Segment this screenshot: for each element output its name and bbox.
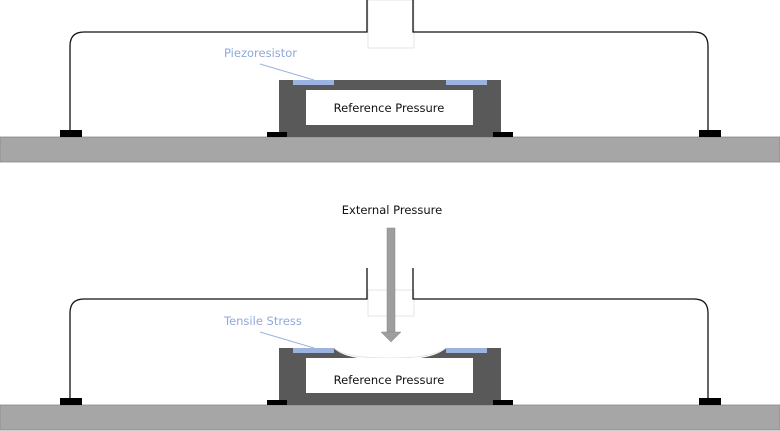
bond-pad [699,130,721,137]
bottom-diagram: External Pressure Tensile Stress Referen… [0,203,780,431]
external-pressure-label: External Pressure [342,203,442,217]
port-outline [367,0,415,49]
left-wire [69,268,368,399]
substrate [0,404,780,431]
bond-pad [60,130,82,137]
piezoresistor-label: Piezoresistor [224,46,297,60]
reference-cavity [306,90,473,125]
top-diagram: Piezoresistor Reference Pressure [0,0,780,163]
pressure-arrow [380,227,402,343]
leader-line [259,63,315,81]
bond-pad [493,132,513,137]
bond-pad [493,400,513,405]
bond-pad [699,398,721,405]
reference-pressure-label: Reference Pressure [334,101,445,115]
bond-pad [60,398,82,405]
piezoresistor-left [293,348,334,353]
piezoresistor-left [293,80,334,85]
reference-cavity [306,358,473,393]
right-wire [412,268,709,399]
tensile-stress-label: Tensile Stress [223,314,302,328]
right-wire [412,0,709,131]
piezoresistor-right [446,348,487,353]
reference-pressure-label: Reference Pressure [334,373,445,387]
piezoresistor-right [446,80,487,85]
leader-line [259,331,315,349]
bond-pad [267,132,287,137]
left-wire [69,0,368,131]
bond-pad [267,400,287,405]
substrate [0,136,780,163]
